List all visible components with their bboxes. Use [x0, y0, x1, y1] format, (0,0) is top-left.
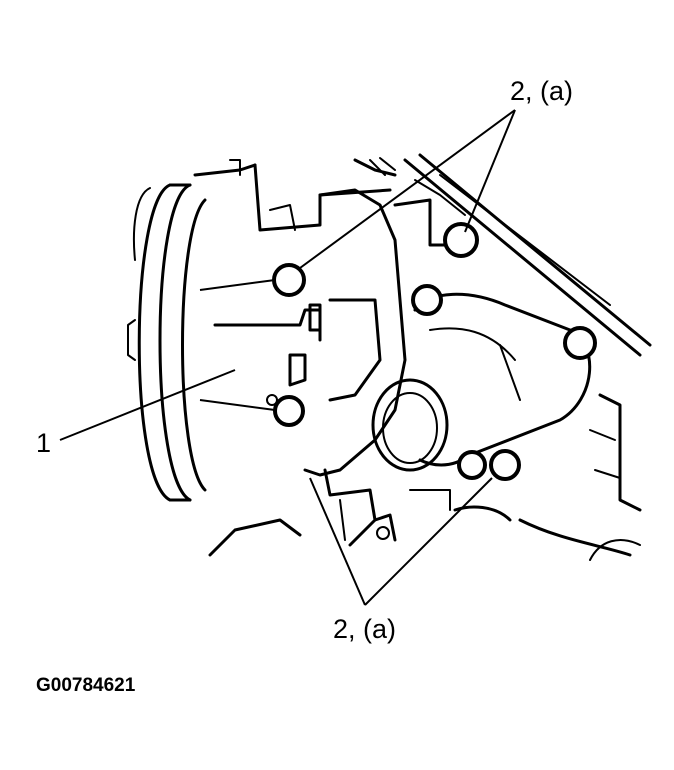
pulley: [127, 183, 207, 502]
outlet-pipe: [371, 292, 592, 472]
callout-bottom: 2, (a): [333, 614, 397, 644]
pump-housing: [213, 188, 451, 547]
leader-bottom-2: [364, 477, 493, 606]
bolt-upper-left: [272, 263, 306, 297]
leader-top-2: [464, 109, 516, 233]
leader-aux-2: [199, 399, 276, 411]
leader-aux-1: [199, 279, 276, 291]
bolt-right: [563, 326, 597, 360]
bolt-upper-right-1: [443, 222, 479, 258]
bolt-upper-right-2: [411, 284, 443, 316]
callout-top: 2, (a): [510, 76, 574, 106]
leader-bottom-1: [309, 477, 366, 606]
figure-id: G00784621: [36, 675, 136, 696]
bolt-lower-right-1: [457, 450, 487, 480]
bolt-lower-left: [273, 395, 305, 427]
bolt-lower-right-2: [489, 449, 521, 481]
leader-part-1: [59, 369, 236, 441]
bolts: [266, 222, 597, 540]
leader-top-1: [299, 109, 516, 269]
leader-lines: [59, 109, 516, 606]
callout-part-number: 1: [36, 428, 52, 458]
engine-block-outline: [193, 153, 652, 561]
